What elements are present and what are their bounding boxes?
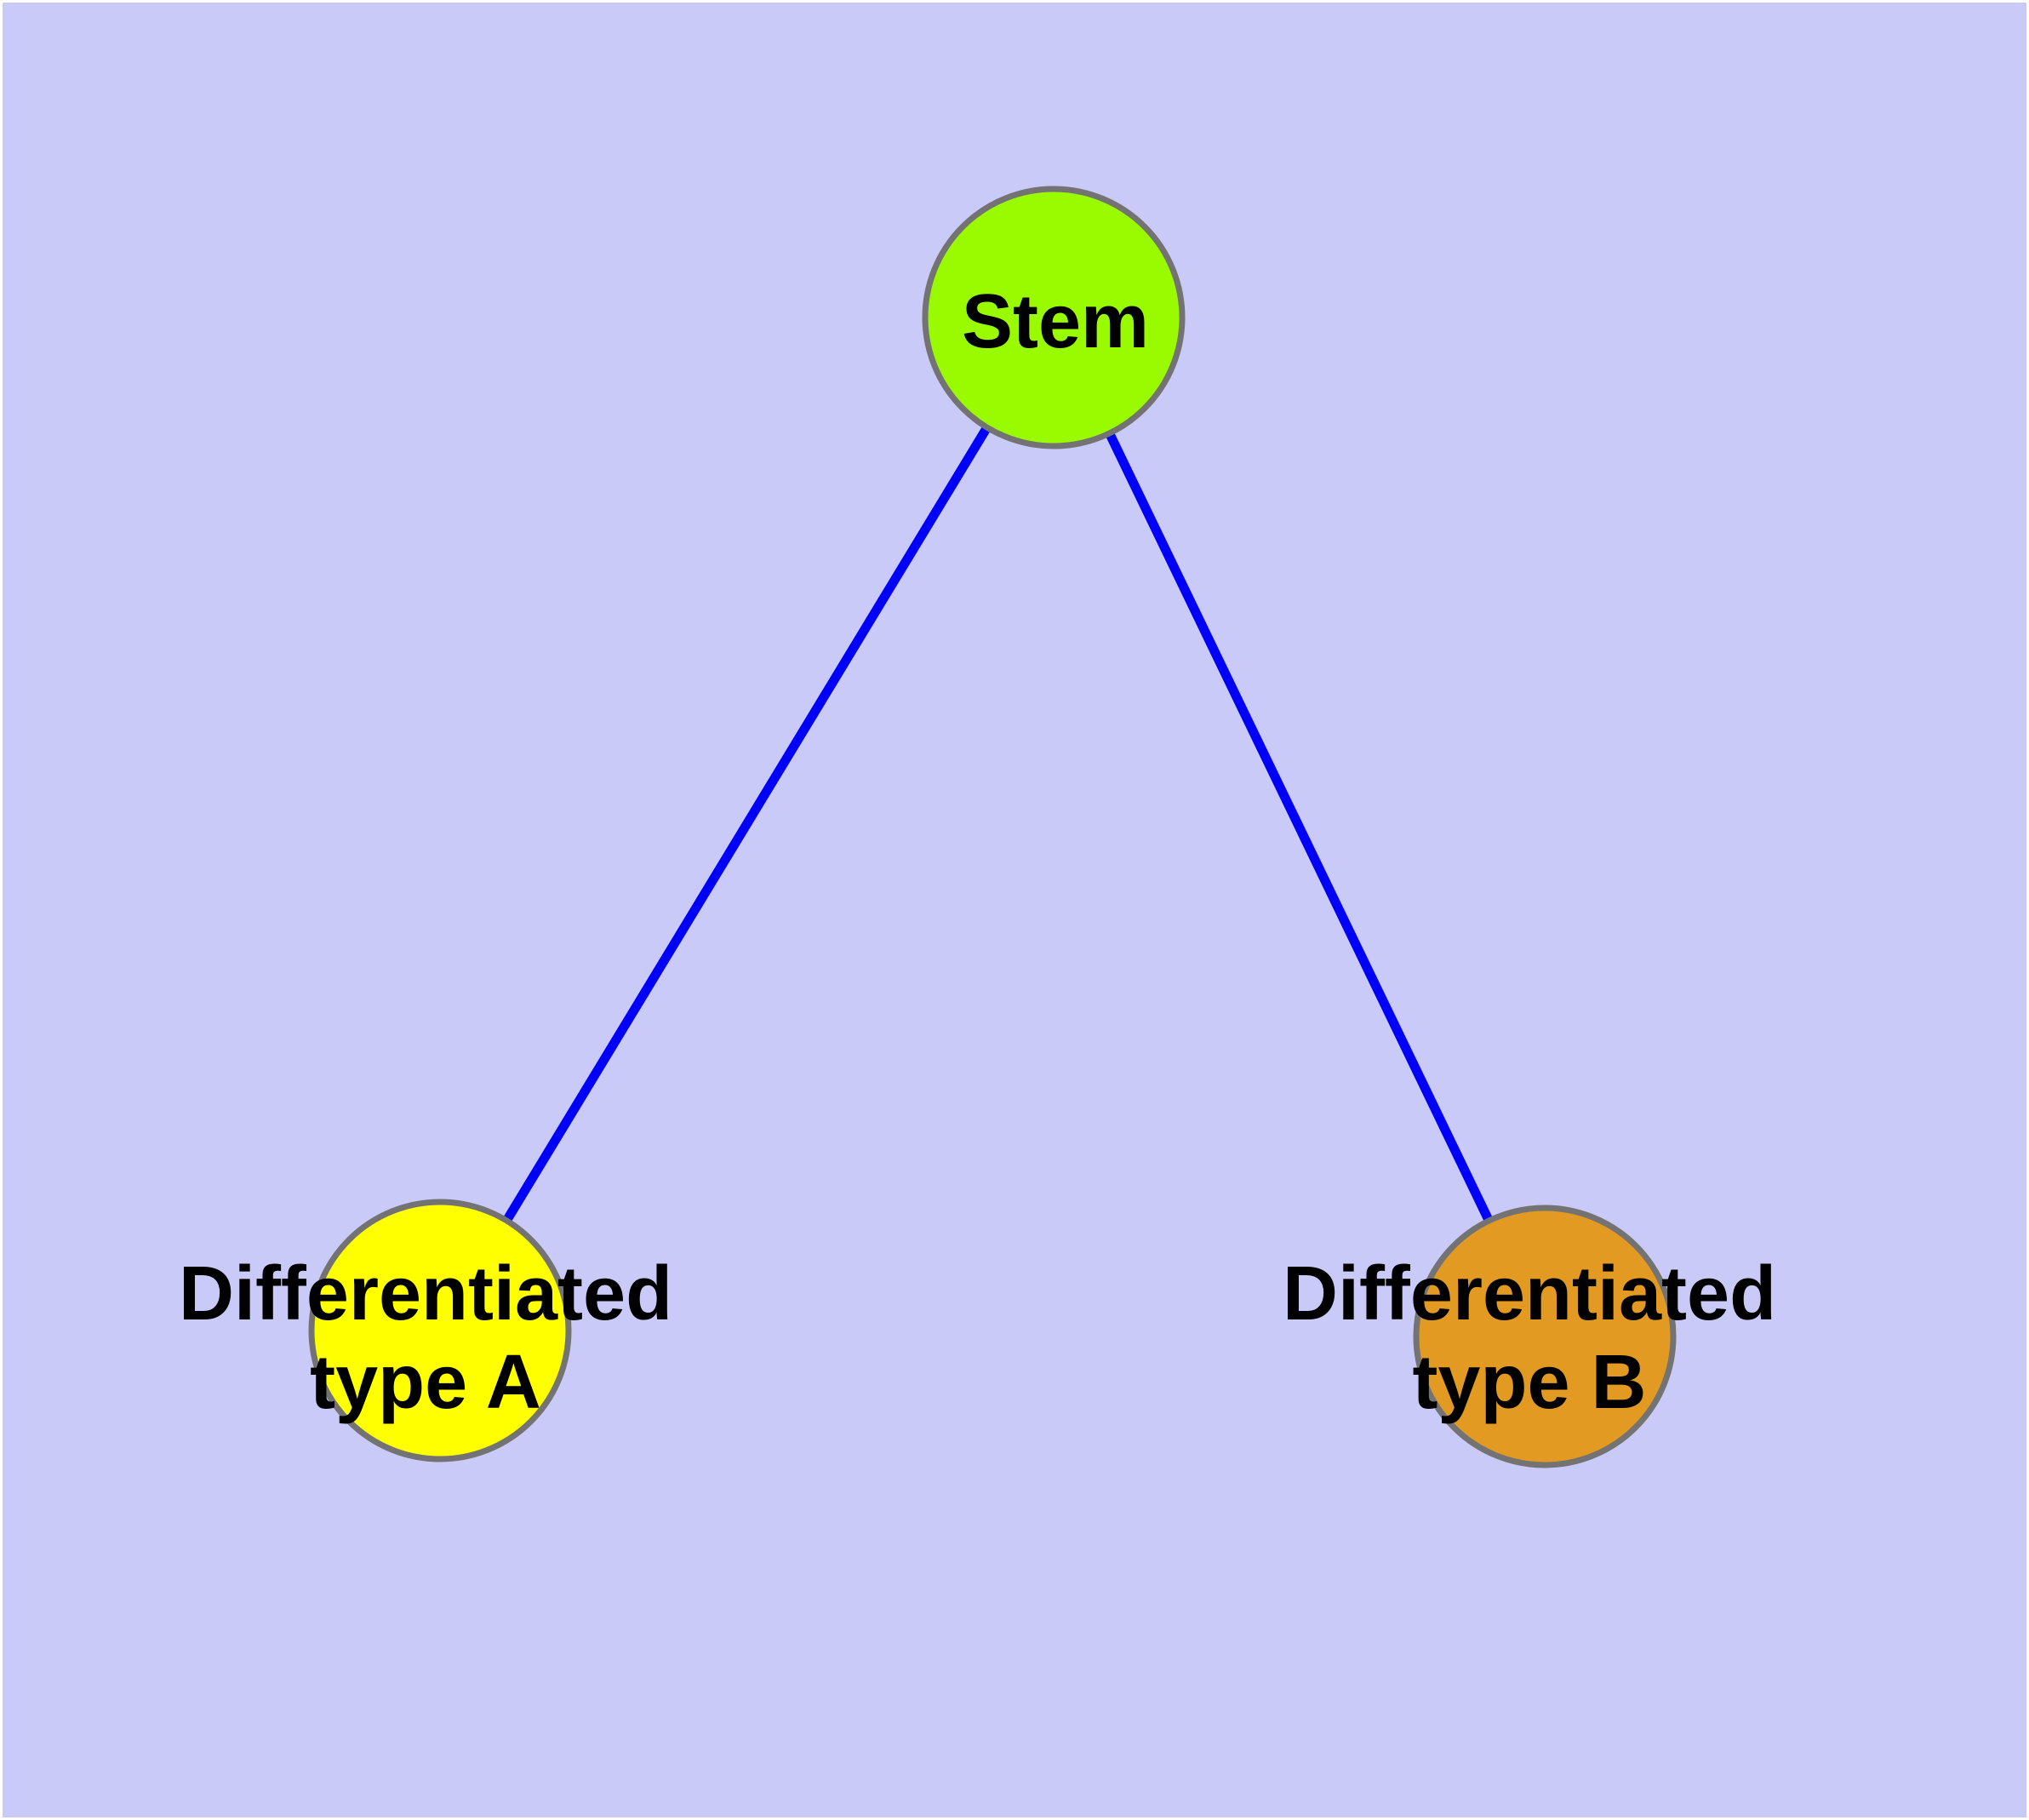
edge-stem-to-type-b <box>1049 315 1549 1339</box>
label-line: Stem <box>961 279 1150 364</box>
label-line: Differentiated <box>178 1251 673 1336</box>
node-label-differentiated-type-b: Differentiated type B <box>1283 1250 1776 1427</box>
node-stem <box>922 186 1186 449</box>
node-differentiated-type-b <box>1413 1205 1677 1468</box>
label-line: type B <box>1412 1340 1647 1425</box>
label-line: Differentiated <box>1282 1251 1777 1336</box>
node-label-stem: Stem <box>962 278 1149 366</box>
node-differentiated-type-a <box>308 1199 572 1462</box>
node-label-differentiated-type-a: Differentiated type A <box>179 1250 672 1427</box>
label-line: type A <box>310 1340 541 1425</box>
edge-stem-to-type-a <box>436 315 1058 1333</box>
